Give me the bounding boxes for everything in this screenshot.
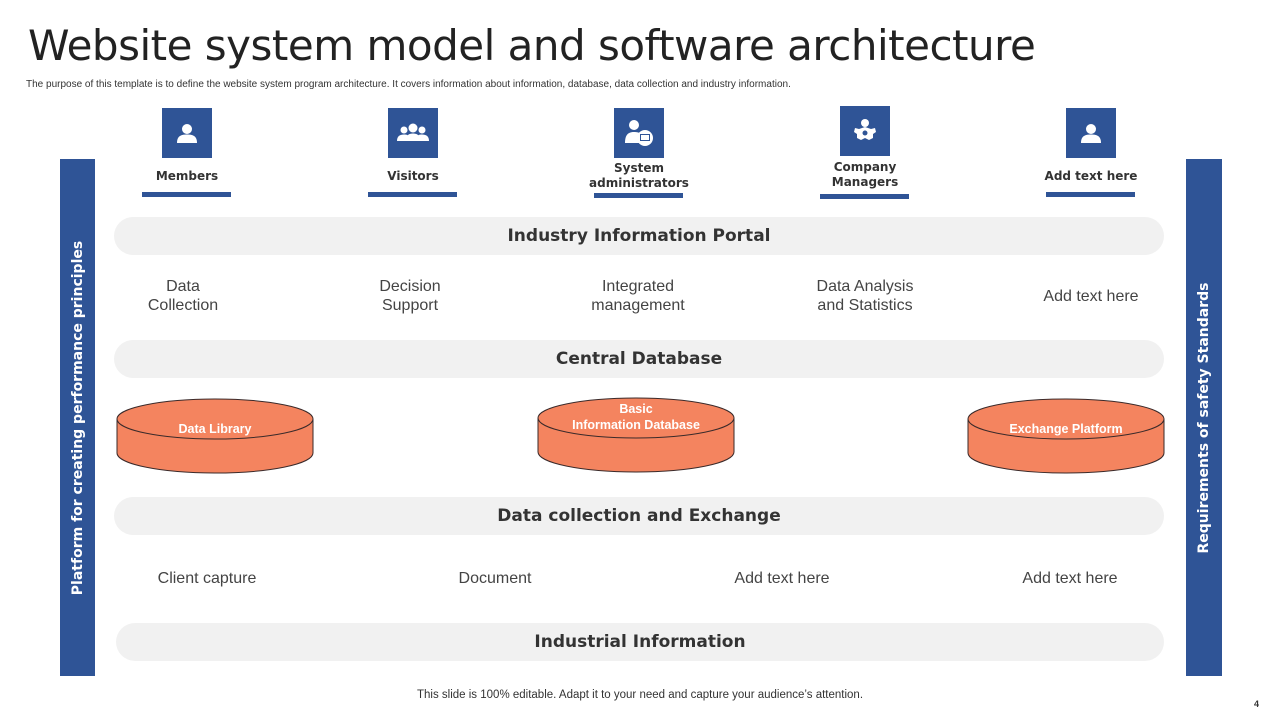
item-line: Data	[166, 278, 200, 295]
left-side-bar: Platform for creating performance princi…	[60, 159, 95, 676]
group-icon	[388, 108, 438, 158]
item-line: Add text here	[1043, 288, 1139, 305]
role-visitors: Visitors	[353, 108, 473, 198]
band-data-collection-exchange: Data collection and Exchange	[114, 497, 1164, 535]
portal-item-decision-support: Decision Support	[350, 277, 470, 315]
role-members: Members	[127, 108, 247, 198]
database-label-line1: Basic	[619, 402, 653, 416]
role-label: Members	[155, 169, 219, 183]
band-label: Industry Information Portal	[507, 226, 771, 246]
role-underline	[368, 192, 457, 197]
role-underline	[1046, 192, 1135, 197]
band-label: Central Database	[555, 349, 723, 369]
band-label: Data collection and Exchange	[497, 506, 781, 526]
left-side-bar-label: Platform for creating performance princi…	[69, 240, 86, 595]
database-label: Exchange Platform	[1009, 422, 1123, 436]
database-label-line2: Information Database	[572, 418, 700, 432]
band-industry-information-portal: Industry Information Portal	[114, 217, 1164, 255]
user-icon	[162, 108, 212, 158]
user-icon	[1066, 108, 1116, 158]
role-label: Visitors	[387, 169, 439, 183]
item-line: Data Analysis	[816, 278, 914, 295]
database-cylinder-icon	[537, 397, 735, 473]
exchange-item-client-capture: Client capture	[157, 570, 257, 587]
band-central-database: Central Database	[114, 340, 1164, 378]
exchange-item-add-text: Add text here	[734, 570, 830, 587]
item-line: Support	[381, 297, 439, 314]
item-line: Integrated	[601, 278, 675, 295]
exchange-item-document: Document	[458, 570, 532, 587]
item-line: Collection	[147, 297, 219, 314]
database-cylinder-icon	[116, 398, 314, 474]
role-underline	[594, 193, 683, 198]
slide-subtitle: The purpose of this template is to defin…	[26, 79, 791, 90]
database-cylinder-icon	[967, 398, 1165, 474]
database-label: Data Library	[178, 422, 252, 436]
right-side-bar: Requirements of safety Standards	[1186, 159, 1222, 676]
page-number: 4	[1254, 699, 1260, 709]
role-label: Add text here	[1044, 169, 1138, 183]
exchange-item-add-text: Add text here	[1022, 570, 1118, 587]
portal-item-data-collection: Data Collection	[123, 277, 243, 315]
admin-computer-icon	[614, 108, 664, 158]
item-line: management	[591, 297, 685, 314]
manager-gear-icon	[840, 106, 890, 156]
database-exchange-platform: Exchange Platform	[967, 398, 1165, 474]
portal-item-integrated-management: Integrated management	[568, 277, 708, 315]
portal-item-add-text: Add text here	[1021, 287, 1161, 306]
slide-title: Website system model and software archit…	[28, 21, 1036, 70]
item-line: and Statistics	[817, 297, 913, 314]
role-add-text: Add text here	[1031, 108, 1151, 198]
item-line: Decision	[379, 278, 441, 295]
band-label: Industrial Information	[534, 632, 746, 652]
role-underline	[142, 192, 231, 197]
role-underline	[820, 194, 909, 199]
database-basic-information: Basic Information Database	[537, 397, 735, 473]
right-side-bar-label: Requirements of safety Standards	[1196, 282, 1212, 553]
slide-footer: This slide is 100% editable. Adapt it to…	[416, 689, 864, 701]
portal-item-data-analysis: Data Analysis and Statistics	[795, 277, 935, 315]
database-data-library: Data Library	[116, 398, 314, 474]
band-industrial-information: Industrial Information	[116, 623, 1164, 661]
